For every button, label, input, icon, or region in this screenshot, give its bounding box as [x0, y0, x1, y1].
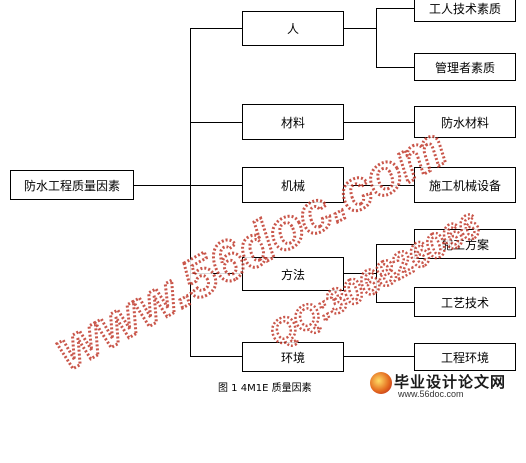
connector: [133, 185, 191, 186]
connector: [344, 356, 414, 357]
connector: [190, 356, 242, 357]
subitem-node-manager-quality: 管理者素质: [414, 53, 516, 81]
subitem-node-waterproof-material: 防水材料: [414, 106, 516, 138]
figure-caption: 图 1 4M1E 质量因素: [218, 383, 312, 394]
category-node-material: 材料: [242, 104, 344, 140]
connector: [344, 273, 377, 274]
site-badge-url: www.56doc.com: [398, 389, 464, 399]
connector: [344, 122, 414, 123]
connector: [190, 28, 191, 356]
connector: [376, 244, 414, 245]
subitem-node-engineering-environment: 工程环境: [414, 343, 516, 371]
diagram-canvas: 防水工程质量因素 人 材料 机械 方法 环境 工人技术素质 管理者素质 防水材料…: [10, 0, 524, 402]
connector: [344, 185, 414, 186]
connector: [376, 244, 377, 303]
connector: [376, 302, 414, 303]
category-node-people: 人: [242, 11, 344, 46]
connector: [344, 28, 377, 29]
connector: [190, 122, 242, 123]
root-node: 防水工程质量因素: [10, 170, 134, 200]
site-badge: 毕业设计论文网 www.56doc.com: [364, 370, 524, 402]
connector: [190, 185, 242, 186]
connector: [376, 8, 377, 68]
category-node-machine: 机械: [242, 167, 344, 203]
site-badge-title: 毕业设计论文网: [394, 373, 507, 391]
connector: [190, 273, 242, 274]
site-logo-icon: [370, 372, 392, 394]
category-node-method: 方法: [242, 257, 344, 291]
subitem-node-construction-plan: 施工方案: [414, 229, 516, 259]
category-node-environment: 环境: [242, 342, 344, 372]
connector: [376, 8, 414, 9]
subitem-node-process-technology: 工艺技术: [414, 287, 516, 317]
connector: [376, 67, 414, 68]
subitem-node-worker-skill: 工人技术素质: [414, 0, 516, 22]
subitem-node-construction-machinery: 施工机械设备: [414, 167, 516, 203]
connector: [190, 28, 242, 29]
